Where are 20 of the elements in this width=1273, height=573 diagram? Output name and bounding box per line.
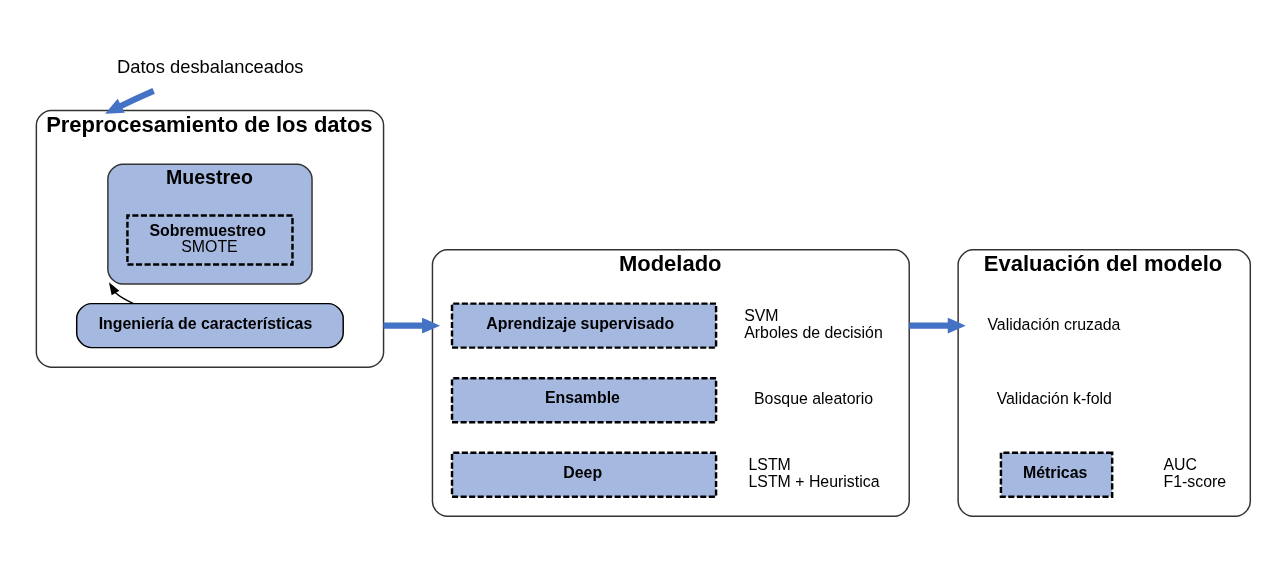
node-label: LSTM (748, 456, 791, 474)
node-label: F1-score (1163, 473, 1227, 491)
node-label: LSTM + Heuristica (748, 473, 880, 491)
arrow (105, 88, 155, 114)
node-label: AUC (1163, 456, 1198, 474)
label: Validación cruzada (987, 315, 1121, 333)
node-text: Datos desbalanceados (117, 56, 304, 78)
arrow (909, 317, 966, 334)
node-label: SVM (744, 307, 779, 325)
node-label: Bosque aleatorio (753, 390, 874, 408)
arrow (108, 282, 135, 305)
node-box: Ingeniería de características (75, 302, 344, 349)
label: Validación k-fold (996, 390, 1112, 408)
node-box: Métricas (999, 451, 1114, 498)
arrow (383, 317, 441, 334)
node-box: Aprendizaje supervisado (450, 302, 718, 349)
node-box: Sobremuestreo SMOTE (126, 214, 294, 266)
node-box: Ensamble (450, 376, 718, 424)
node-box: Deep (450, 451, 718, 498)
node-label: Arboles de decisión (744, 324, 883, 342)
